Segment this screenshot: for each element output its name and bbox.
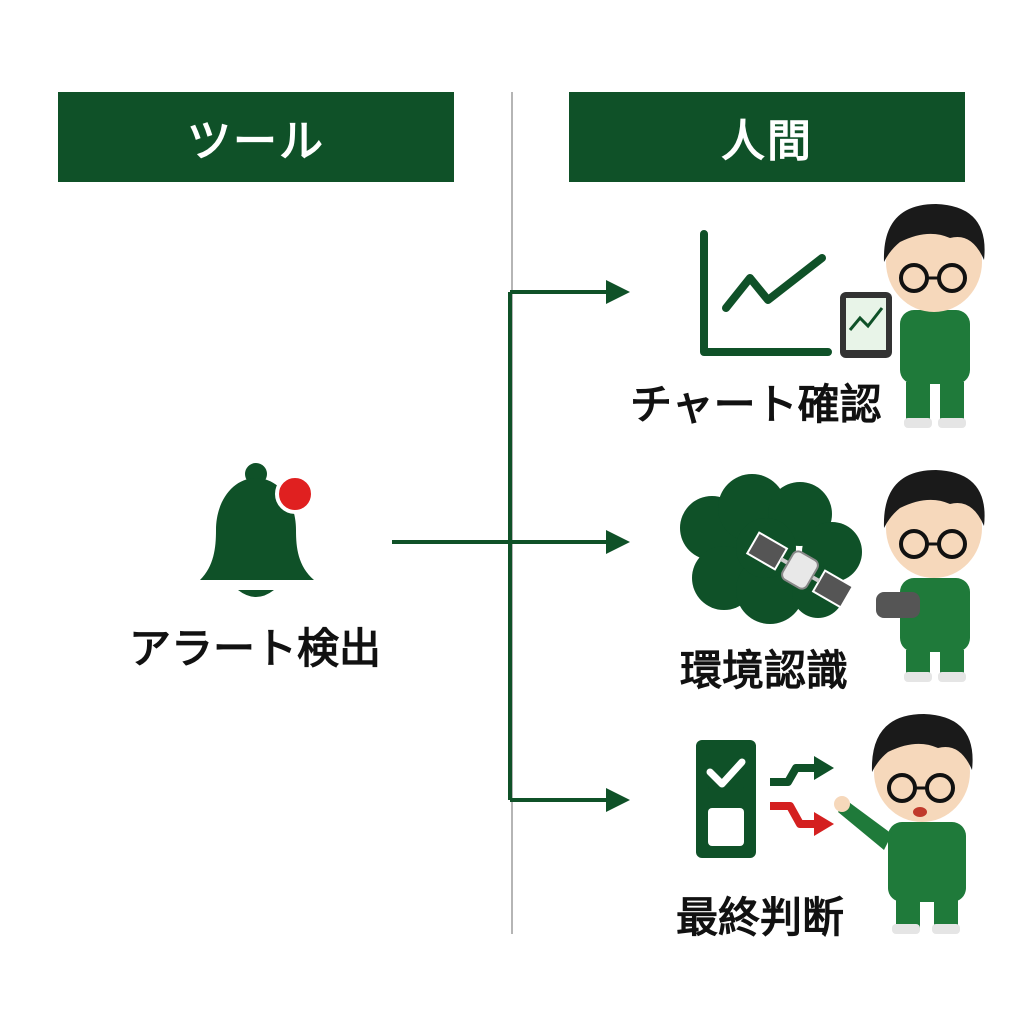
tool-column-header: ツール <box>58 92 454 182</box>
tool-header-text: ツール <box>187 116 325 167</box>
human-header-text: 人間 <box>721 116 813 167</box>
human-column-header: 人間 <box>569 92 965 182</box>
chart-check-label: チャート確認 <box>630 380 882 429</box>
checklist-decision-icon <box>696 740 834 858</box>
arrowhead-chart <box>606 280 630 304</box>
line-chart-icon <box>700 230 832 356</box>
character-with-controller <box>876 470 985 682</box>
alert-detection-label: アラート検出 <box>128 624 381 673</box>
bell-alert-icon <box>200 463 315 597</box>
character-with-tablet <box>840 204 985 428</box>
character-pointing <box>834 714 973 934</box>
arrowhead-final <box>606 788 630 812</box>
environment-recognition-label: 環境認識 <box>680 646 849 695</box>
satellite-terrain-icon <box>680 474 862 624</box>
flow-connector <box>392 290 610 802</box>
arrowhead-env <box>606 530 630 554</box>
final-decision-label: 最終判断 <box>676 893 845 942</box>
